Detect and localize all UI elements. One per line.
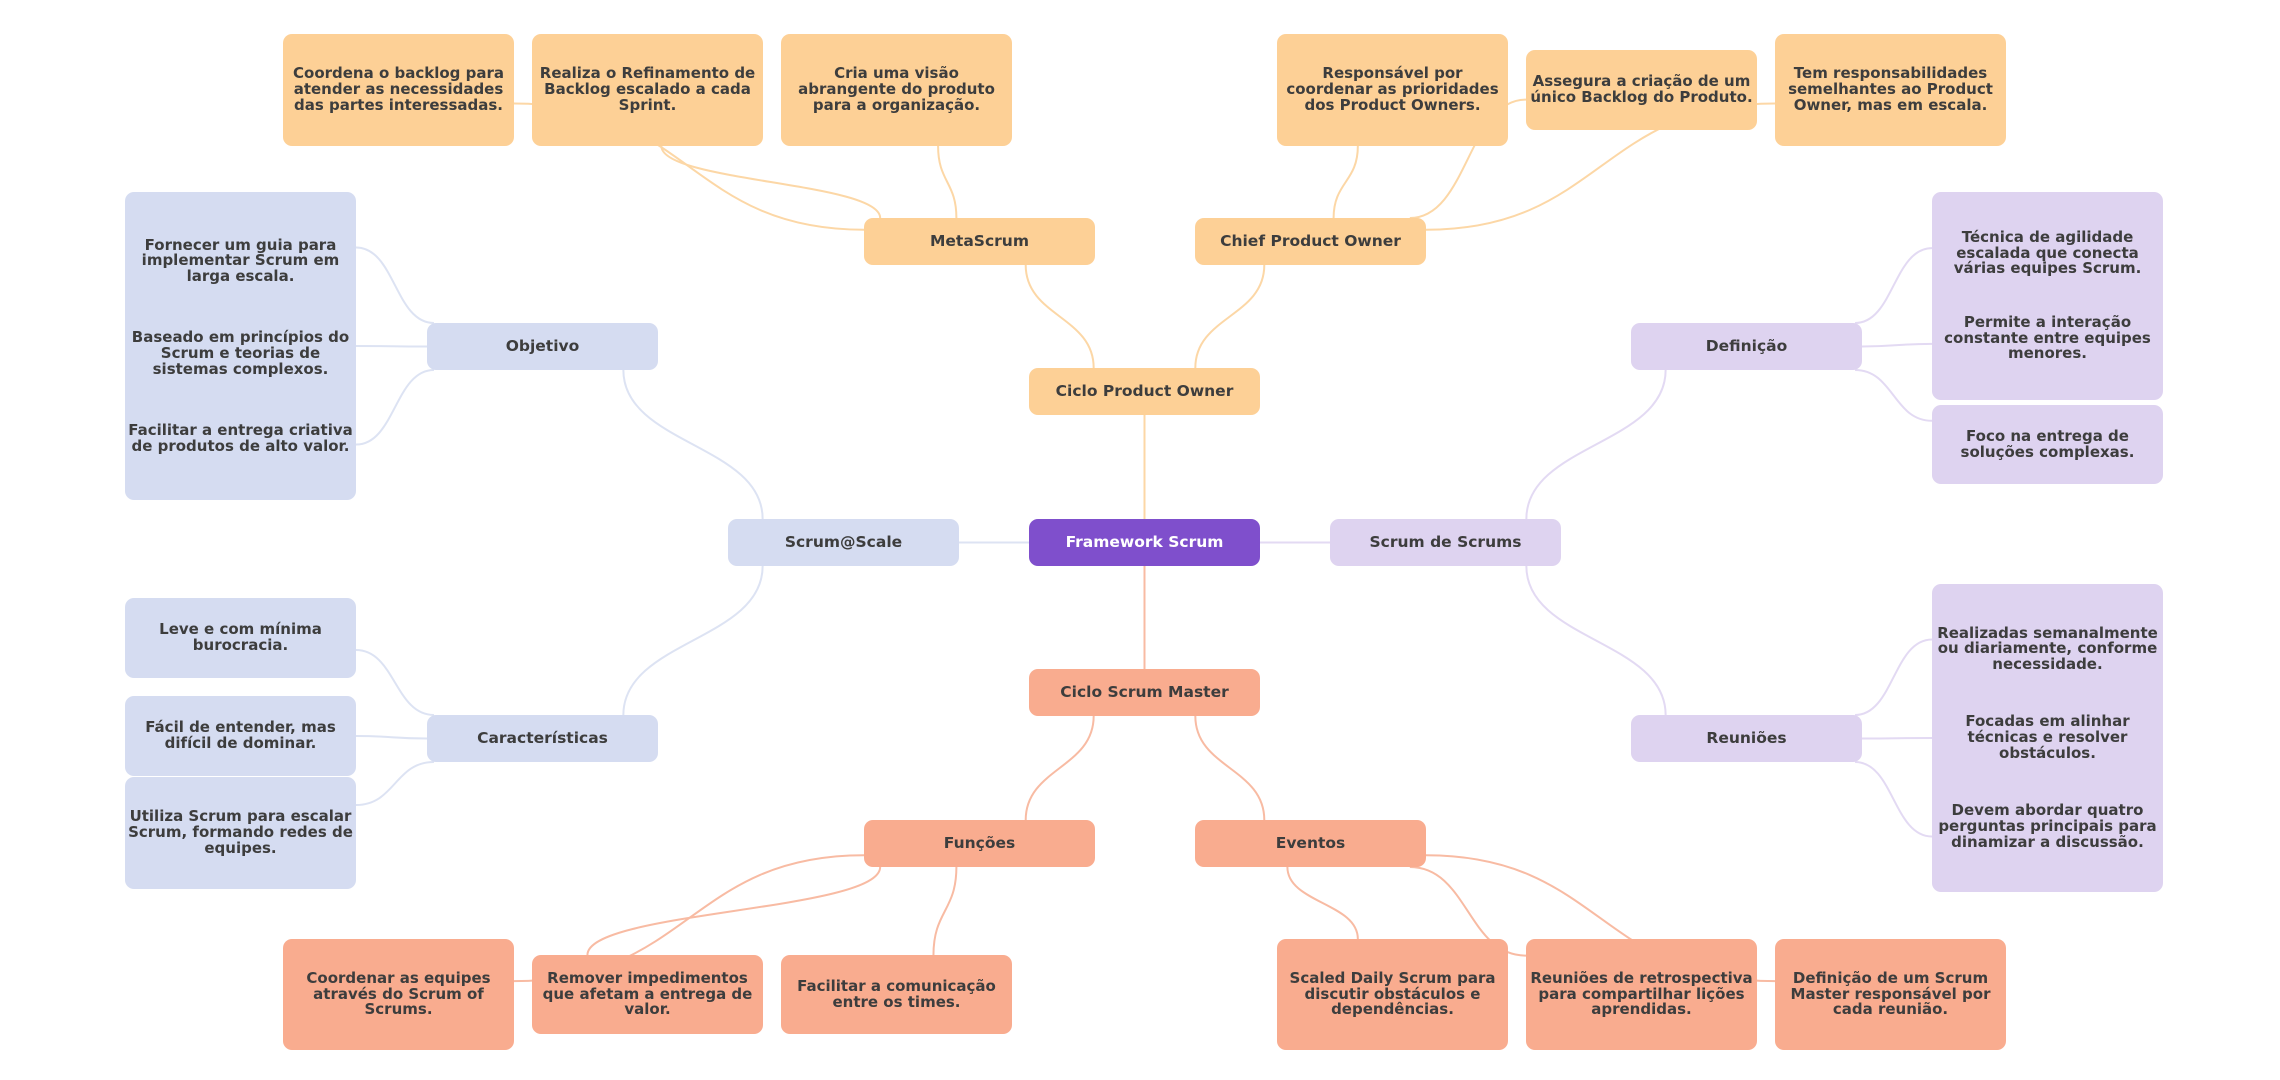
leaf-cpo-backlog-unico[interactable]: Assegura a criação de um único Backlog d… (1526, 50, 1757, 130)
leaf-funcoes-remover[interactable]: Remover impedimentos que afetam a entreg… (532, 955, 763, 1034)
edge-definicao-leaf (1861, 342, 1933, 348)
leaf-cpo-responsabilidades[interactable]: Tem responsabilidades semelhantes ao Pro… (1775, 34, 2006, 146)
edge-chief-leaf (1332, 145, 1359, 219)
root-node-framework-scrum[interactable]: Framework Scrum (1029, 519, 1260, 566)
node-eventos[interactable]: Eventos (1195, 820, 1426, 867)
leaf-eventos-scrum-master[interactable]: Definição de um Scrum Master responsável… (1775, 939, 2006, 1050)
leaf-objetivo-principios[interactable]: Baseado em princípios do Scrum e teorias… (131, 328, 350, 378)
leaf-metascrum-backlog[interactable]: Coordena o backlog para atender as neces… (283, 34, 514, 146)
edge-metascrum-leaf (937, 145, 958, 219)
node-reunioes[interactable]: Reuniões (1631, 715, 1862, 762)
node-metascrum[interactable]: MetaScrum (864, 218, 1095, 265)
node-objetivo[interactable]: Objetivo (427, 323, 658, 370)
edge-reunioes-leaf (1855, 761, 1933, 838)
edge-caracteristicas-leaf (355, 649, 434, 716)
leaf-caracteristicas-utiliza[interactable]: Utiliza Scrum para escalar Scrum, forman… (125, 777, 356, 889)
node-scrum-at-scale[interactable]: Scrum@Scale (728, 519, 959, 566)
edge-cpo-chief (1194, 264, 1266, 369)
edge-metascrum-leaf (660, 145, 882, 219)
leaf-objetivo-guia[interactable]: Fornecer um guia para implementar Scrum … (141, 235, 340, 285)
edge-sos-reunioes (1525, 565, 1667, 716)
edge-reunioes-leaf (1861, 737, 1933, 740)
node-funcoes[interactable]: Funções (864, 820, 1095, 867)
edge-reunioes-leaf (1855, 638, 1933, 716)
leaf-group-objetivo: Fornecer um guia para implementar Scrum … (125, 192, 356, 500)
node-caracteristicas[interactable]: Características (427, 715, 658, 762)
leaf-funcoes-coordenar[interactable]: Coordenar as equipes através do Scrum of… (283, 939, 514, 1050)
edge-caracteristicas-leaf (355, 735, 428, 740)
leaf-group-reunioes: Realizadas semanalmente ou diariamente, … (1932, 584, 2163, 892)
leaf-definicao-interacao[interactable]: Permite a interação constante entre equi… (1944, 312, 2151, 363)
node-ciclo-product-owner[interactable]: Ciclo Product Owner (1029, 368, 1260, 415)
leaf-metascrum-refinamento[interactable]: Realiza o Refinamento de Backlog escalad… (532, 34, 763, 146)
leaf-eventos-daily[interactable]: Scaled Daily Scrum para discutir obstácu… (1277, 939, 1508, 1050)
leaf-caracteristicas-leve[interactable]: Leve e com mínima burocracia. (125, 598, 356, 678)
leaf-eventos-retrospectiva[interactable]: Reuniões de retrospectiva para compartil… (1526, 939, 1757, 1050)
edge-funcoes-leaf (932, 866, 958, 956)
edge-ss-caracteristicas (622, 565, 764, 716)
leaf-reunioes-frequencia[interactable]: Realizadas semanalmente ou diariamente, … (1937, 623, 2158, 674)
node-chief-product-owner[interactable]: Chief Product Owner (1195, 218, 1426, 265)
leaf-caracteristicas-facil[interactable]: Fácil de entender, mas difícil de domina… (125, 696, 356, 776)
edge-cpo-metascrum (1024, 264, 1095, 369)
leaf-group-definicao: Técnica de agilidade escalada que conect… (1932, 192, 2163, 400)
leaf-reunioes-perguntas[interactable]: Devem abordar quatro perguntas principai… (1938, 801, 2157, 851)
edge-objetivo-leaf (355, 369, 434, 446)
node-definicao[interactable]: Definição (1631, 323, 1862, 370)
leaf-funcoes-facilitar[interactable]: Facilitar a comunicação entre os times. (781, 955, 1012, 1034)
edge-funcoes-leaf (586, 866, 882, 956)
edge-definicao-leaf (1855, 247, 1933, 324)
leaf-metascrum-visao[interactable]: Cria uma visão abrangente do produto par… (781, 34, 1012, 146)
edge-objetivo-leaf (355, 246, 434, 324)
edge-csm-funcoes (1024, 715, 1095, 821)
edge-eventos-leaf (1286, 866, 1359, 940)
edge-definicao-leaf (1855, 369, 1933, 422)
edge-sos-definicao (1525, 369, 1667, 520)
edge-objetivo-leaf (355, 345, 428, 348)
leaf-cpo-prioridades[interactable]: Responsável por coordenar as prioridades… (1277, 34, 1508, 146)
node-ciclo-scrum-master[interactable]: Ciclo Scrum Master (1029, 669, 1260, 716)
node-scrum-de-scrums[interactable]: Scrum de Scrums (1330, 519, 1561, 566)
leaf-objetivo-entrega[interactable]: Facilitar a entrega criativa de produtos… (128, 421, 353, 455)
leaf-definicao-foco[interactable]: Foco na entrega de soluções complexas. (1932, 405, 2163, 484)
edge-ss-objetivo (622, 369, 764, 520)
edge-csm-eventos (1194, 715, 1266, 821)
leaf-definicao-tecnica[interactable]: Técnica de agilidade escalada que conect… (1953, 227, 2142, 278)
leaf-reunioes-focadas[interactable]: Focadas em alinhar técnicas e resolver o… (1965, 712, 2130, 762)
edge-caracteristicas-leaf (355, 761, 434, 806)
